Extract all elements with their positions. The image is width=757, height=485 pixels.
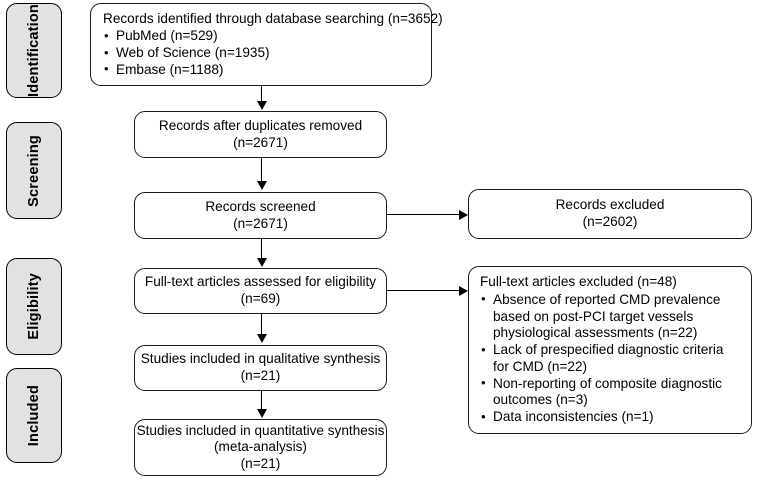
records-excluded-line2: (n=2602) [582, 214, 638, 229]
list-item: Data inconsistencies (n=1) [480, 409, 740, 426]
connector-duplicates-to-screened [261, 158, 262, 182]
arrow-down-icon [256, 409, 267, 418]
stage-box-identification: Identification [6, 3, 62, 98]
arrow-right-icon [459, 285, 468, 296]
box-qualitative-synthesis: Studies included in qualitative synthesi… [134, 345, 387, 391]
connector-screened-to-excluded [387, 214, 460, 215]
list-item: PubMed (n=529) [103, 28, 270, 45]
records-identified-source-list: PubMed (n=529) Web of Science (n=1935) E… [103, 28, 270, 78]
quantitative-line2: (meta-analysis) [214, 439, 307, 455]
connector-fulltext-to-excluded [387, 290, 460, 291]
quantitative-line3: (n=21) [240, 455, 281, 471]
stage-box-eligibility: Eligibility [6, 258, 62, 355]
fulltext-assessed-line2: (n=69) [240, 291, 281, 306]
fulltext-excluded-title: Full-text articles excluded (n=48) [480, 274, 677, 290]
records-identified-title: Records identified through database sear… [103, 10, 443, 26]
stage-label-screening: Screening [25, 134, 42, 207]
arrow-down-icon [256, 258, 267, 267]
quantitative-line1: Studies included in quantitative synthes… [136, 422, 385, 438]
box-fulltext-assessed: Full-text articles assessed for eligibil… [134, 268, 387, 314]
list-item: Lack of prespecified diagnostic criteria… [480, 342, 740, 375]
stage-label-eligibility: Eligibility [25, 273, 42, 340]
records-screened-line1: Records screened [205, 198, 316, 214]
records-screened-line2: (n=2671) [233, 215, 288, 231]
fulltext-assessed-line1: Full-text articles assessed for eligibil… [144, 274, 377, 290]
fulltext-excluded-reason-list: Absence of reported CMD prevalence based… [480, 291, 740, 426]
connector-fulltext-to-qualitative [261, 314, 262, 336]
qualitative-line2: (n=21) [240, 368, 281, 383]
box-duplicates-removed: Records after duplicates removed (n=2671… [134, 111, 387, 158]
list-item: Absence of reported CMD prevalence based… [480, 291, 740, 342]
box-quantitative-synthesis: Studies included in quantitative synthes… [134, 419, 387, 476]
list-item: Web of Science (n=1935) [103, 45, 270, 62]
connector-identified-to-duplicates [261, 86, 262, 103]
connector-qualitative-to-quantitative [261, 391, 262, 411]
arrow-down-icon [256, 181, 267, 190]
box-records-excluded: Records excluded (n=2602) [468, 189, 752, 239]
stage-label-identification: Identification [25, 3, 42, 98]
records-excluded-line1: Records excluded [555, 197, 665, 213]
duplicates-removed-line1: Records after duplicates removed [158, 117, 363, 133]
box-fulltext-excluded: Full-text articles excluded (n=48) Absen… [468, 266, 752, 434]
stage-box-included: Included [6, 368, 62, 463]
stage-label-included: Included [25, 384, 42, 447]
list-item: Embase (n=1188) [103, 61, 270, 79]
connector-screened-to-fulltext [261, 239, 262, 260]
arrow-down-icon [256, 101, 267, 110]
arrow-down-icon [256, 334, 267, 343]
stage-box-screening: Screening [6, 122, 62, 219]
box-records-identified: Records identified through database sear… [90, 3, 443, 86]
arrow-right-icon [459, 209, 468, 220]
duplicates-removed-line2: (n=2671) [233, 134, 288, 150]
list-item: Non-reporting of composite diagnostic ou… [480, 375, 740, 409]
box-records-screened: Records screened (n=2671) [134, 192, 387, 239]
qualitative-line1: Studies included in qualitative synthesi… [140, 351, 381, 367]
